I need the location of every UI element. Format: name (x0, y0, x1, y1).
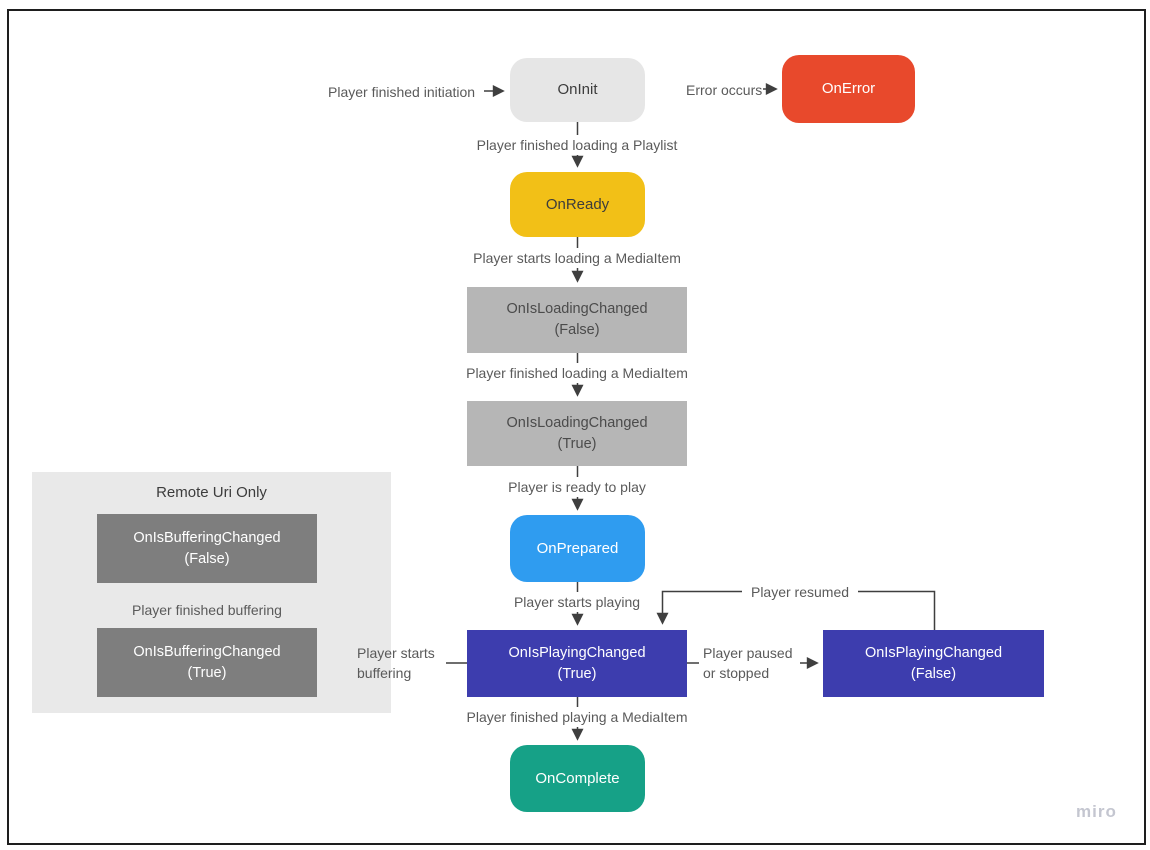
node-onisbufferingchanged-false[interactable]: OnIsBufferingChanged (False) (97, 514, 317, 583)
edge-label-starts-loading-mediaitem: Player starts loading a MediaItem (470, 248, 684, 268)
node-onerror[interactable]: OnError (782, 55, 915, 123)
edge-label-error-occurs: Error occurs (686, 82, 763, 98)
node-oncomplete[interactable]: OnComplete (510, 745, 645, 812)
node-onprepared[interactable]: OnPrepared (510, 515, 645, 582)
edge-label-starts-buffering: Player starts buffering (357, 645, 435, 681)
node-oninit[interactable]: OnInit (510, 58, 645, 122)
edge-label-ready-to-play: Player is ready to play (505, 477, 649, 497)
edge-resumed-arrow (656, 590, 742, 625)
node-onisplayingchanged-false[interactable]: OnIsPlayingChanged (False) (823, 630, 1044, 697)
edge-label-paused-or-stopped: Player paused or stopped (703, 645, 793, 681)
node-onisloadingchanged-true[interactable]: OnIsLoadingChanged (True) (467, 401, 687, 466)
node-onisplayingchanged-true[interactable]: OnIsPlayingChanged (True) (467, 630, 687, 697)
edge-label-starts-playing: Player starts playing (510, 592, 644, 612)
node-onready[interactable]: OnReady (510, 172, 645, 237)
node-onisbufferingchanged-true[interactable]: OnIsBufferingChanged (True) (97, 628, 317, 697)
edge-label-finished-loading-mediaitem: Player finished loading a MediaItem (463, 363, 691, 383)
edge-label-finished-buffering: Player finished buffering (132, 602, 282, 618)
edge-label-finished-playing-mediaitem: Player finished playing a MediaItem (463, 707, 691, 727)
edge-label-finished-initiation: Player finished initiation (328, 84, 476, 100)
remote-uri-group-title: Remote Uri Only (156, 484, 267, 501)
edge-label-finished-loading-playlist: Player finished loading a Playlist (473, 135, 681, 155)
edge-resumed-stub (858, 590, 936, 630)
edge-label-resumed: Player resumed (750, 584, 850, 600)
node-onisloadingchanged-false[interactable]: OnIsLoadingChanged (False) (467, 287, 687, 353)
miro-logo: miro (1076, 802, 1117, 821)
